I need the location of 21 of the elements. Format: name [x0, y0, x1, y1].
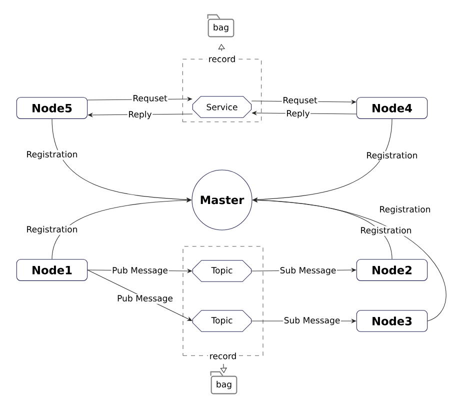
edge-label: Registration — [378, 205, 432, 215]
edge-label: Registration — [25, 225, 79, 235]
edge-label: Requset — [282, 96, 318, 106]
node-box: Node3 — [356, 310, 428, 332]
edge-label: Requset — [132, 94, 168, 104]
edge-label: Reply — [127, 110, 153, 120]
octagon-node: Topic — [192, 260, 252, 282]
node-box: Node1 — [16, 259, 88, 281]
edge-label: Sub Message — [283, 316, 341, 326]
edge-label: Reply — [285, 109, 311, 119]
node-box: Node2 — [356, 259, 428, 281]
node-box: Node4 — [356, 97, 428, 119]
octagon-node: Service — [192, 96, 252, 118]
edge-label: Sub Message — [279, 266, 337, 276]
edge-label: Pub Message — [116, 294, 174, 304]
edge-label: Pub Message — [111, 266, 169, 276]
edge-label: Registration — [365, 151, 419, 161]
node-box: Node5 — [16, 97, 88, 119]
edge-label: Registration — [25, 150, 79, 160]
edge-label: Registration — [359, 226, 413, 236]
octagon-node: Topic — [192, 310, 252, 332]
